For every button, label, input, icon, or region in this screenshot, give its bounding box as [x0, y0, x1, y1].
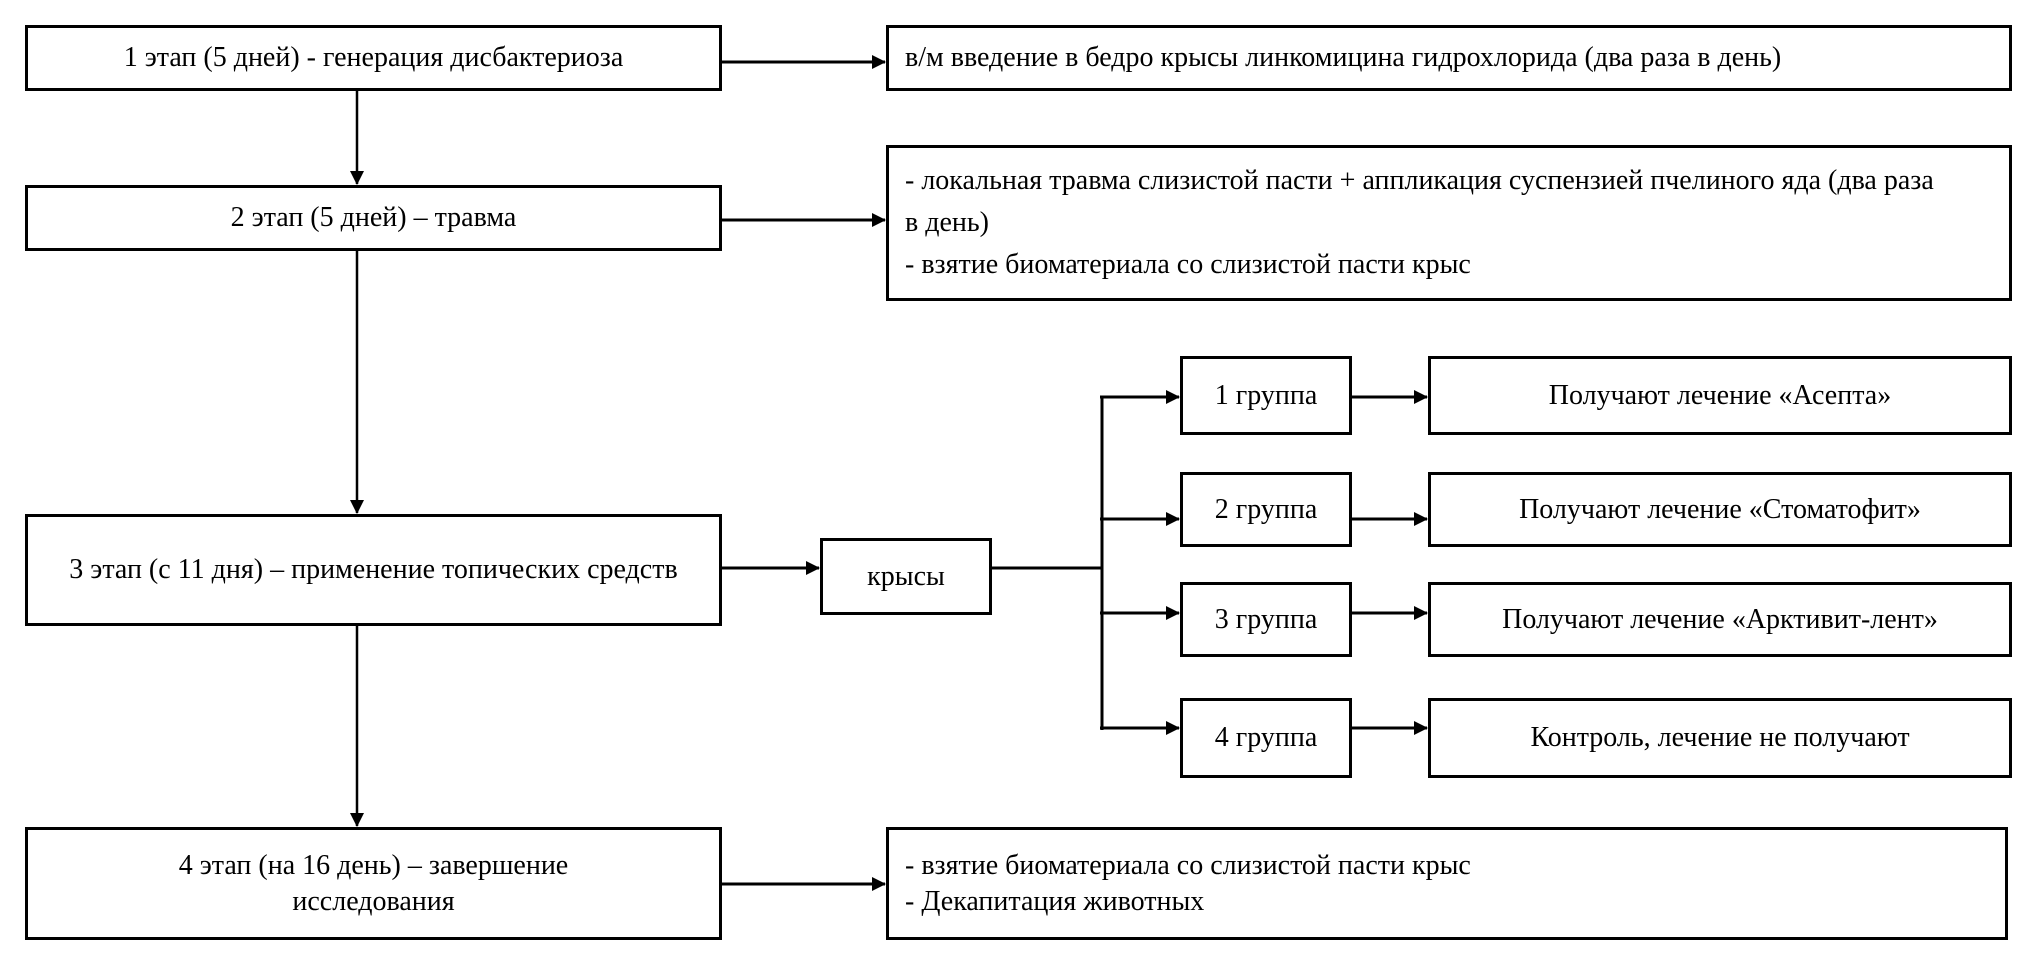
stage3-box: 3 этап (с 11 дня) – применение топически… [25, 514, 722, 626]
subject-box: крысы [820, 538, 992, 615]
group1-treatment-label: Получают лечение «Асепта» [1548, 379, 1892, 411]
group3-label: 3 группа [1214, 603, 1318, 635]
stage4-detail-line: - Декапитация животных [905, 885, 1205, 917]
stage2-detail-box: - локальная травма слизистой пасти + апп… [886, 145, 2012, 301]
group1-treatment-box: Получают лечение «Асепта» [1428, 356, 2012, 435]
group2-box: 2 группа [1180, 472, 1352, 547]
stage1-detail-line: в/м введение в бедро крысы линкомицина г… [905, 42, 1782, 73]
group1-box: 1 группа [1180, 356, 1352, 435]
stage4-detail-box: - взятие биоматериала со слизистой пасти… [886, 827, 2008, 940]
group3-box: 3 группа [1180, 582, 1352, 657]
group2-treatment-box: Получают лечение «Стоматофит» [1428, 472, 2012, 547]
group4-treatment-box: Контроль, лечение не получают [1428, 698, 2012, 778]
stage1-label: 1 этап (5 дней) - генерация дисбактериоз… [123, 42, 624, 73]
group4-box: 4 группа [1180, 698, 1352, 778]
subject-label: крысы [867, 560, 945, 592]
group2-treatment-label: Получают лечение «Стоматофит» [1519, 493, 1921, 525]
stage2-detail-line: - взятие биоматериала со слизистой пасти… [905, 249, 1471, 280]
group1-label: 1 группа [1214, 379, 1318, 411]
stage1-detail-box: в/м введение в бедро крысы линкомицина г… [886, 25, 2012, 91]
group3-treatment-label: Получают лечение «Арктивит-лент» [1502, 603, 1938, 635]
stage4-detail-line: - взятие биоматериала со слизистой пасти… [905, 849, 1471, 881]
stage4-label: 4 этап (на 16 день) – завершение исследо… [178, 849, 569, 917]
stage1-box: 1 этап (5 дней) - генерация дисбактериоз… [25, 25, 722, 91]
stage2-label: 2 этап (5 дней) – травма [230, 202, 517, 233]
group2-label: 2 группа [1214, 493, 1318, 525]
group4-treatment-label: Контроль, лечение не получают [1530, 722, 1910, 753]
stage2-detail-line: - локальная травма слизистой пасти + апп… [905, 165, 1934, 238]
group3-treatment-box: Получают лечение «Арктивит-лент» [1428, 582, 2012, 657]
stage2-box: 2 этап (5 дней) – травма [25, 185, 722, 251]
stage3-label: 3 этап (с 11 дня) – применение топически… [69, 554, 678, 585]
group4-label: 4 группа [1214, 722, 1318, 753]
stage4-box: 4 этап (на 16 день) – завершение исследо… [25, 827, 722, 940]
